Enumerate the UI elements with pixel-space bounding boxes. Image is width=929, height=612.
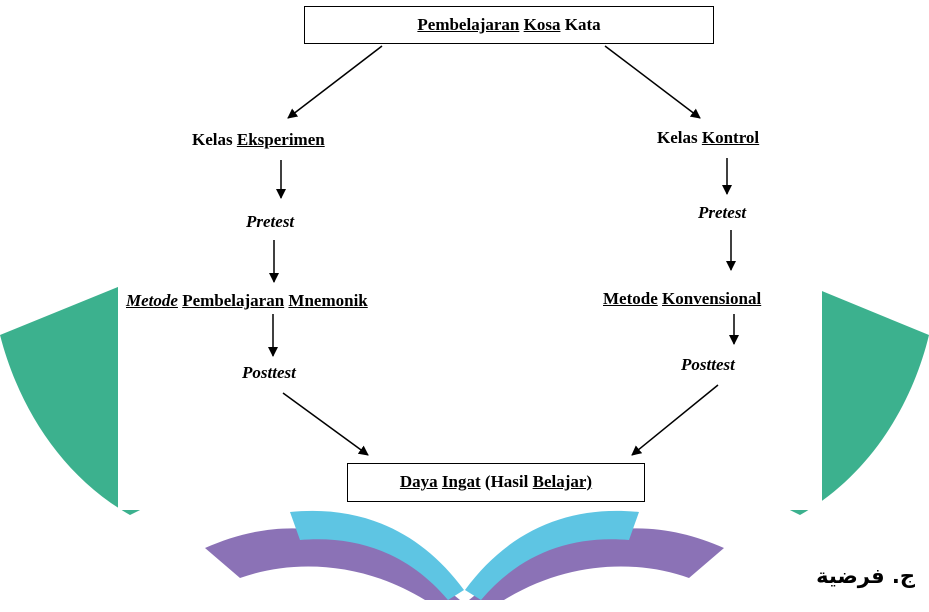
arrow-top-to-left xyxy=(287,45,383,119)
top-box: Pembelajaran Kosa Kata xyxy=(304,6,714,44)
left-method-word-3: Mnemonik xyxy=(288,291,368,310)
arrow-left-posttest-to-result xyxy=(282,392,369,456)
left-posttest-label: Posttest xyxy=(242,363,296,382)
section-heading-hypothesis: ج. فرضية xyxy=(816,564,915,588)
result-word-4: Belajar) xyxy=(532,472,593,491)
right-method-word-1: Metode xyxy=(603,289,658,308)
arrow-right-posttest-to-result xyxy=(631,384,719,456)
watermark-book-blue-right xyxy=(465,510,639,600)
left-pretest-label: Pretest xyxy=(246,212,295,231)
right-posttest-label: Posttest xyxy=(681,355,735,374)
left-method-label: Metode Pembelajaran Mnemonik xyxy=(126,291,368,311)
left-method-word-2: Pembelajaran xyxy=(182,291,285,310)
top-box-word-2: Kosa xyxy=(523,15,561,34)
right-method-label: Metode Konvensional xyxy=(603,289,761,309)
result-word-3: (Hasil xyxy=(484,472,529,491)
left-class-word-1: Kelas xyxy=(192,130,233,149)
left-class-word-2: Eksperimen xyxy=(236,130,325,149)
result-box: Daya Ingat (Hasil Belajar) xyxy=(347,463,645,502)
left-class-label: Kelas Eksperimen xyxy=(192,130,325,150)
left-method-word-1: Metode xyxy=(126,291,178,310)
right-class-word-1: Kelas xyxy=(657,128,698,147)
top-box-word-3: Kata xyxy=(564,15,601,34)
result-word-1: Daya xyxy=(399,472,438,491)
arrow-top-to-right xyxy=(604,45,701,119)
diagram-card xyxy=(118,0,822,510)
result-word-2: Ingat xyxy=(441,472,481,491)
right-class-label: Kelas Kontrol xyxy=(657,128,759,148)
top-box-word-1: Pembelajaran xyxy=(417,15,520,34)
right-pretest-label: Pretest xyxy=(698,203,747,222)
right-method-word-2: Konvensional xyxy=(662,289,762,308)
watermark-book-right-page xyxy=(469,528,724,600)
watermark-book-left-page xyxy=(205,528,460,600)
right-class-word-2: Kontrol xyxy=(701,128,760,147)
watermark-book-blue-left xyxy=(290,510,464,600)
